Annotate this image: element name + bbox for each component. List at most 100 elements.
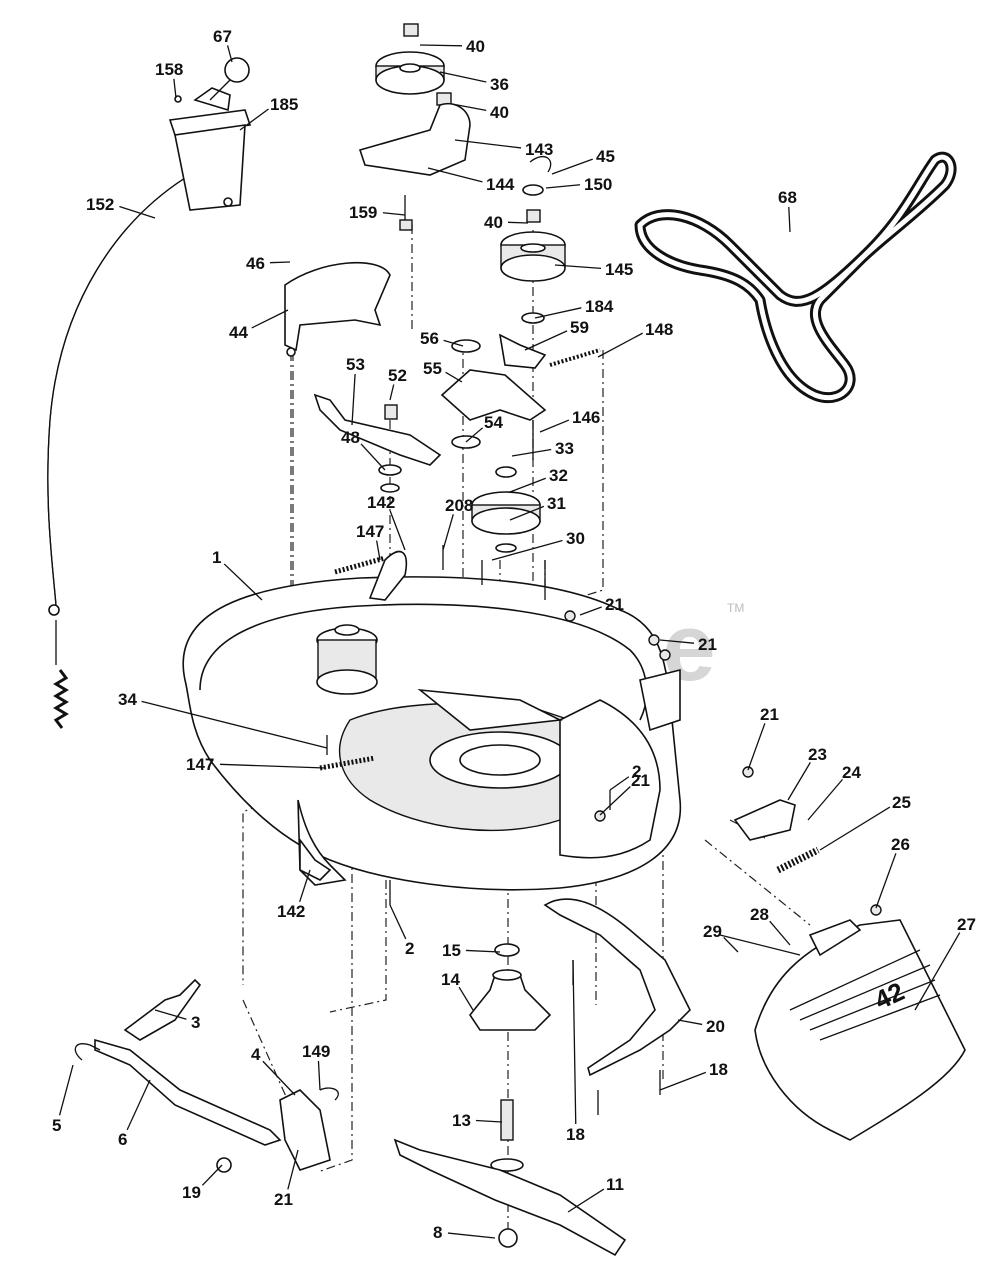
callout-leader [442, 514, 454, 551]
small-parts [174, 95, 332, 881]
callout-leader [572, 959, 577, 1125]
callout-leader [445, 371, 463, 383]
callout-leader [807, 778, 844, 821]
callout-leader [507, 221, 529, 224]
callout-c28: 28 [750, 905, 791, 946]
callout-c55: 55 [423, 359, 463, 383]
callout-c26: 26 [875, 835, 910, 909]
callout-leader [223, 563, 263, 601]
callout-c15: 15 [442, 941, 501, 960]
callout-c2b: 2 [389, 904, 414, 958]
callout-leader [554, 264, 602, 270]
callout-leader [154, 1009, 187, 1020]
callout-c21a: 21 [579, 595, 624, 616]
callout-number: 19 [182, 1183, 201, 1202]
callout-leader [262, 1060, 296, 1096]
callout-number: 208 [445, 496, 473, 515]
callout-c143: 143 [454, 139, 553, 159]
callout-c145: 145 [554, 260, 633, 279]
callout-number: 142 [277, 902, 305, 921]
callout-c11: 11 [567, 1175, 624, 1213]
callout-number: 145 [605, 260, 633, 279]
callout-leader [173, 78, 177, 99]
callout-number: 142 [367, 493, 395, 512]
callout-leader [299, 869, 311, 903]
callout-leader [609, 776, 630, 791]
callout-leader [567, 1188, 605, 1213]
callout-c18a: 18 [659, 1060, 728, 1091]
callout-c68: 68 [778, 188, 797, 233]
callout-number: 21 [698, 635, 717, 654]
callout-leader [769, 920, 791, 946]
watermark-trademark: TM [727, 601, 744, 615]
callout-c21c: 21 [747, 705, 779, 771]
callout-leader [723, 936, 739, 953]
callout-number: 67 [213, 27, 232, 46]
callout-number: 54 [484, 413, 503, 432]
callout-number: 53 [346, 355, 365, 374]
callout-number: 23 [808, 745, 827, 764]
callout-number: 68 [778, 188, 797, 207]
engage-arm [313, 393, 442, 493]
callout-c45: 45 [551, 147, 615, 175]
callout-c147a: 147 [356, 522, 384, 561]
callout-number: 21 [605, 595, 624, 614]
callout-c34: 34 [118, 690, 328, 749]
callout-c33: 33 [511, 439, 574, 458]
callout-number: 29 [703, 922, 722, 941]
callout-c24: 24 [807, 763, 861, 821]
callout-leader [534, 307, 582, 319]
callout-number: 32 [549, 466, 568, 485]
callout-number: 144 [486, 175, 515, 194]
callout-c27: 27 [914, 915, 976, 1011]
callout-c54: 54 [465, 413, 503, 443]
callout-number: 48 [341, 428, 360, 447]
callout-number: 55 [423, 359, 442, 378]
callout-number: 152 [86, 195, 114, 214]
callout-c40b: 40 [451, 103, 509, 122]
callout-leader [58, 1064, 74, 1116]
callout-number: 143 [525, 140, 553, 159]
clutch-cable [47, 177, 186, 729]
drive-idler-pulley [500, 156, 566, 324]
callout-leader [287, 1149, 299, 1190]
callout-c56: 56 [420, 329, 464, 348]
callout-c19: 19 [182, 1164, 223, 1202]
callout-leader [389, 510, 406, 551]
callout-c14: 14 [441, 970, 474, 1011]
callout-c6: 6 [118, 1079, 151, 1149]
callout-leader [597, 332, 643, 358]
callout-number: 56 [420, 329, 439, 348]
callout-leader [465, 427, 484, 443]
belt-guard [284, 261, 391, 357]
callout-layer: 6715818515240364014314415945150401451846… [52, 27, 976, 1242]
callout-number: 30 [566, 529, 585, 548]
callout-leader [465, 949, 501, 953]
callout-number: 148 [645, 320, 673, 339]
callout-c46: 46 [246, 254, 291, 273]
callout-leader [141, 700, 328, 749]
callout-c13: 13 [452, 1111, 503, 1130]
callout-number: 150 [584, 175, 612, 194]
callout-c32: 32 [509, 466, 568, 493]
callout-leader [351, 373, 356, 426]
callout-c184: 184 [534, 297, 614, 319]
callout-number: 2 [632, 762, 641, 781]
callout-leader [539, 419, 570, 433]
callout-leader [389, 904, 407, 940]
callout-c59: 59 [524, 318, 589, 351]
callout-number: 11 [606, 1175, 624, 1194]
callout-number: 159 [349, 203, 377, 222]
callout-number: 8 [433, 1223, 442, 1242]
callout-number: 40 [484, 213, 503, 232]
callout-number: 46 [246, 254, 265, 273]
callout-c158: 158 [155, 60, 183, 99]
spindle-assembly [469, 943, 552, 1172]
callout-leader [509, 505, 545, 521]
callout-leader [545, 184, 581, 189]
callout-leader [659, 1071, 707, 1091]
callout-c149: 149 [302, 1042, 330, 1091]
callout-leader [419, 44, 463, 47]
deck-lift-links [74, 978, 339, 1173]
